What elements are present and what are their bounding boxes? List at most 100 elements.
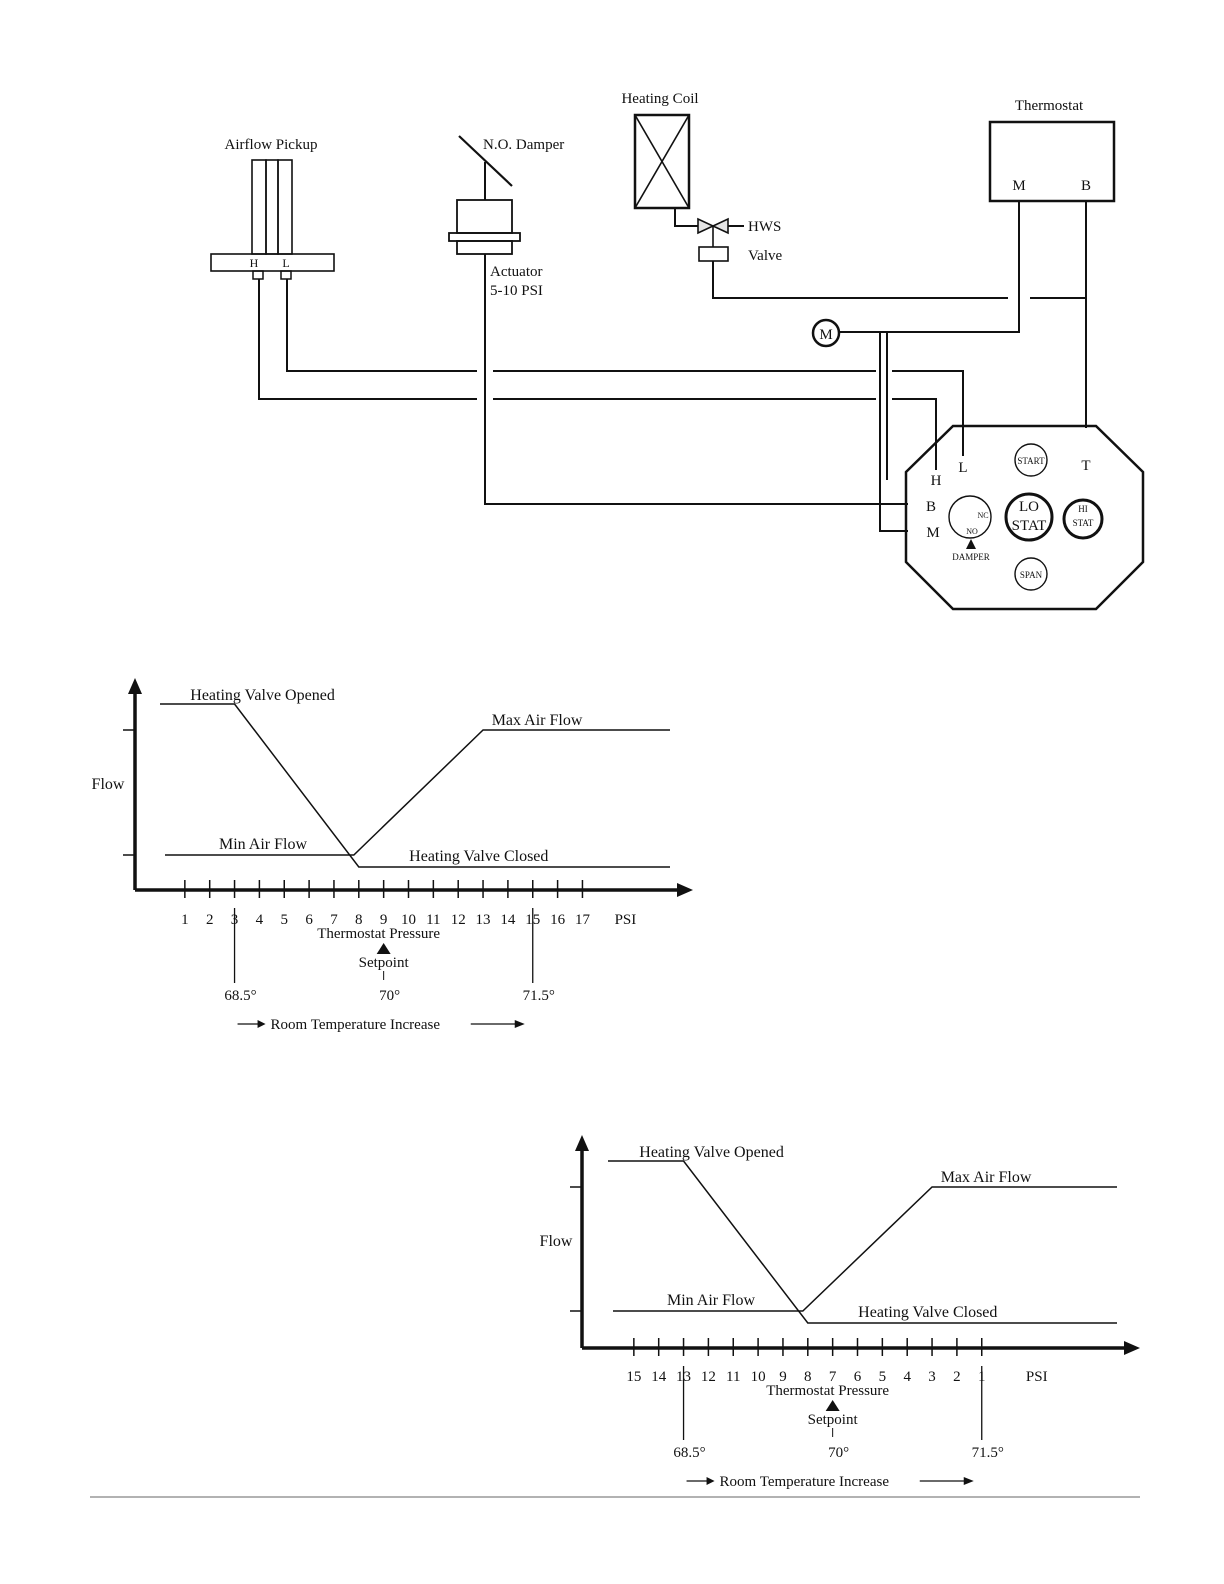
x-tick-label: 11: [726, 1369, 740, 1385]
chart-1: Flow1234567891011121314151617PSIThermost…: [92, 678, 693, 1033]
x-unit-label: PSI: [1026, 1369, 1048, 1385]
span-label: SPAN: [1020, 570, 1043, 580]
thermostat-port-m: M: [1012, 178, 1025, 194]
x-axis-title: Thermostat Pressure: [766, 1383, 889, 1399]
damper-no-label: NO: [966, 527, 978, 536]
x-tick-label: 17: [575, 912, 591, 928]
valve-body-left: [697, 217, 715, 235]
y-axis-label: Flow: [92, 776, 125, 793]
x-tick-label: 7: [330, 912, 338, 928]
x-tick-label: 10: [751, 1369, 766, 1385]
controller-port-l: L: [958, 460, 967, 476]
damper-dial-label: DAMPER: [952, 552, 990, 562]
setpoint-marker-icon: [825, 1400, 840, 1411]
actuator-label-2: 5-10 PSI: [490, 283, 543, 299]
x-tick-label: 1: [181, 912, 189, 928]
series-heating-valve: [608, 1160, 1117, 1324]
pickup-tube-right: [277, 159, 293, 255]
x-tick-label: 4: [256, 912, 264, 928]
x-tick-label: 6: [854, 1369, 862, 1385]
x-axis-arrow-icon: [677, 883, 693, 897]
thermostat: Thermostat M B: [988, 98, 1116, 203]
chart-2: Flow151413121110987654321PSIThermostat P…: [540, 1135, 1140, 1490]
controller-port-t: T: [1081, 458, 1090, 474]
coil-to-valve-pipe: [674, 208, 698, 227]
series-label-heating-valve-opened: Heating Valve Opened: [639, 1144, 784, 1161]
series-label-max-air-flow: Max Air Flow: [492, 712, 583, 729]
temperature-label: 70°: [379, 988, 400, 1004]
pickup-bar: [210, 253, 335, 272]
x-tick-label: 14: [500, 912, 516, 928]
gauge-to-controller-m-1: [879, 332, 908, 532]
pickup-tube-left: [251, 159, 267, 255]
x-tick-label: 13: [476, 912, 491, 928]
setpoint-label: Setpoint: [359, 955, 410, 971]
start-label: START: [1017, 456, 1045, 466]
damper-assembly: N.O. Damper Actuator 5-10 PSI: [448, 135, 564, 299]
lo-stat-dial: [1004, 492, 1054, 542]
pickup-tube-center: [265, 159, 279, 255]
span-dial: [1014, 557, 1048, 591]
start-dial: [1014, 443, 1048, 477]
gauge-label: M: [819, 327, 832, 343]
damper-nc-label: NC: [977, 511, 988, 520]
airflow-pickup-title: Airflow Pickup: [225, 137, 318, 153]
x-tick-label: 14: [651, 1369, 667, 1385]
series-label-max-air-flow: Max Air Flow: [941, 1169, 1032, 1186]
x-tick-label: 9: [380, 912, 388, 928]
thermostat-m-line: [839, 201, 1020, 333]
heating-coil-cross-2: [634, 114, 690, 209]
pickup-h-line-end: [892, 398, 937, 470]
pickup-l-line-end: [892, 370, 964, 456]
valve-label: Valve: [748, 248, 782, 264]
x-tick-label: 6: [305, 912, 313, 928]
hi-stat-label-2: STAT: [1073, 518, 1094, 528]
valve-body-right: [711, 217, 729, 235]
actuator-flange: [448, 232, 521, 242]
temperature-label: 68.5°: [224, 988, 256, 1004]
damper-pointer-icon: [966, 539, 976, 549]
pickup-nozzle-l: [280, 270, 292, 280]
x-tick-label: 5: [879, 1369, 887, 1385]
room-temp-arrow-right-icon: [514, 1020, 525, 1028]
damper-dial: [948, 495, 992, 539]
series-label-heating-valve-closed: Heating Valve Closed: [409, 848, 548, 865]
heating-coil-assembly: Heating Coil HWS Valve: [621, 91, 782, 264]
thermostat-box: [988, 120, 1116, 203]
series-label-heating-valve-opened: Heating Valve Opened: [190, 687, 335, 704]
temperature-label: 70°: [828, 1445, 849, 1461]
actuator-to-controller-b: [484, 254, 908, 505]
series-heating-valve: [160, 703, 670, 868]
x-tick-label: 11: [426, 912, 440, 928]
x-tick-label: 12: [701, 1369, 716, 1385]
series-label-heating-valve-closed: Heating Valve Closed: [858, 1304, 997, 1321]
room-temp-arrow-right-icon: [963, 1477, 974, 1485]
controller: L H T B M START NC NO DAMPER LO STAT HI …: [904, 424, 1145, 611]
x-tick-label: 15: [626, 1369, 641, 1385]
x-tick-label: 5: [281, 912, 289, 928]
controller-port-b: B: [926, 499, 936, 515]
series-label-min-air-flow: Min Air Flow: [667, 1292, 755, 1309]
x-tick-label: 8: [804, 1369, 812, 1385]
controller-body: [904, 424, 1145, 611]
x-tick-label: 3: [928, 1369, 936, 1385]
actuator-body: [456, 199, 513, 234]
room-temp-arrow-left-icon: [257, 1020, 266, 1028]
x-tick-label: 2: [953, 1369, 961, 1385]
temperature-label: 68.5°: [673, 1445, 705, 1461]
thermostat-title: Thermostat: [1015, 98, 1084, 114]
hi-stat-dial: [1062, 498, 1104, 540]
tubing: [258, 201, 1087, 532]
pickup-port-h: H: [250, 256, 259, 270]
lo-stat-label-1: LO: [1019, 499, 1039, 515]
controller-port-m: M: [926, 525, 939, 541]
airflow-pickup: Airflow Pickup H L: [210, 137, 335, 280]
thermostat-port-b: B: [1081, 178, 1091, 194]
x-tick-label: 8: [355, 912, 363, 928]
y-axis-label: Flow: [540, 1233, 573, 1250]
temperature-label: 71.5°: [523, 988, 555, 1004]
x-axis-arrow-icon: [1124, 1341, 1140, 1355]
pickup-port-l: L: [282, 256, 289, 270]
pickup-l-line: [286, 279, 477, 372]
